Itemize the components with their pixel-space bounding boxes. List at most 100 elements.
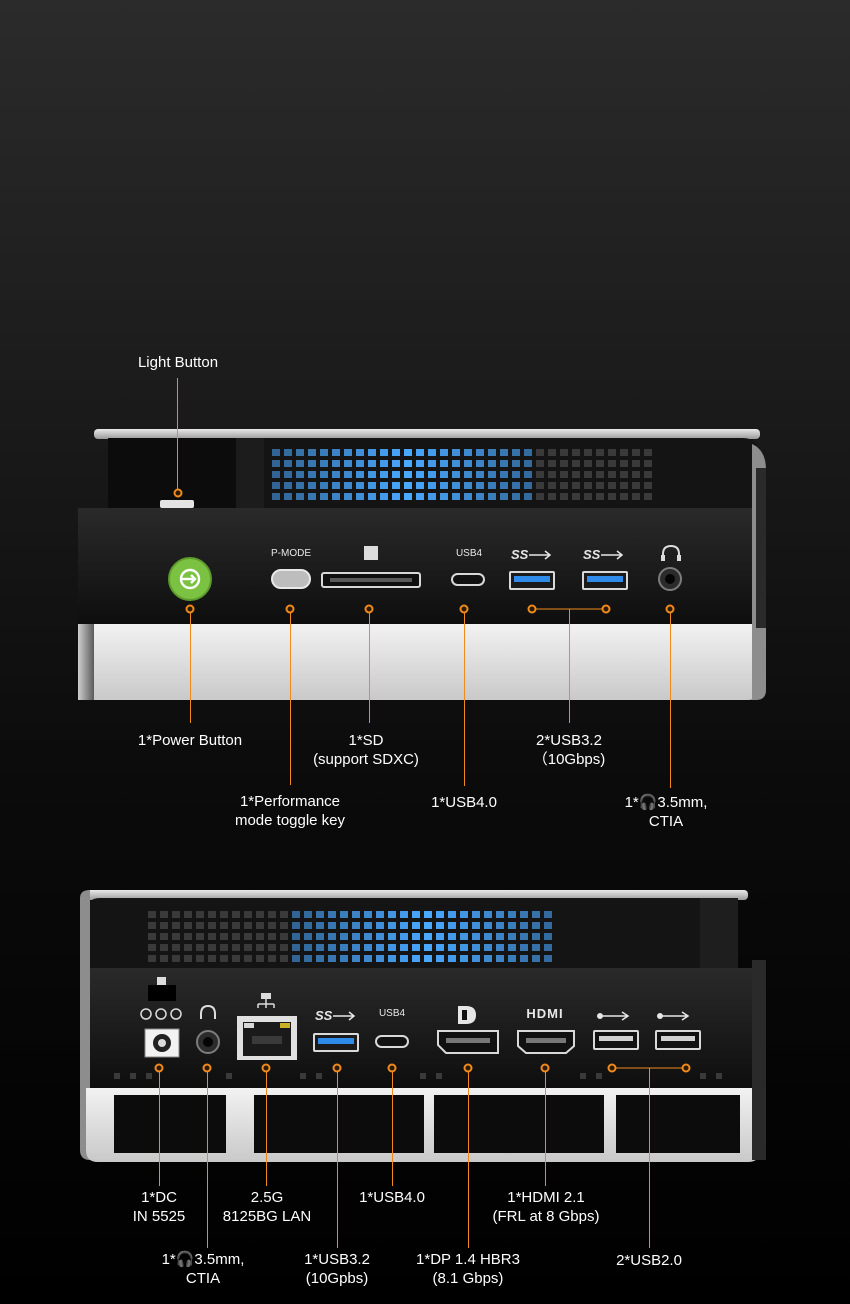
vent-hole xyxy=(632,493,640,500)
vent-hole xyxy=(356,493,364,500)
vent-hole xyxy=(388,933,396,940)
vent-hole xyxy=(560,493,568,500)
vent-hole xyxy=(448,955,456,962)
vent-hole xyxy=(392,471,400,478)
sd-label: 1*SD (support SDXC) xyxy=(313,732,419,768)
vent-hole xyxy=(460,911,468,918)
vent-hole xyxy=(368,493,376,500)
vent-hole xyxy=(388,922,396,929)
vent-hole xyxy=(364,922,372,929)
vent-hole xyxy=(308,449,316,456)
vent-hole xyxy=(596,449,604,456)
usb32-port-1 xyxy=(509,571,555,590)
vent-hole xyxy=(272,449,280,456)
power-button-leader xyxy=(190,613,191,723)
vent-hole xyxy=(268,955,276,962)
vent-hole xyxy=(452,449,460,456)
vent-hole xyxy=(560,449,568,456)
vent-hole xyxy=(488,449,496,456)
vent-hole xyxy=(404,449,412,456)
vent-hole xyxy=(512,460,520,467)
vent-hole xyxy=(476,471,484,478)
vent-hole xyxy=(272,471,280,478)
vent-hole xyxy=(488,471,496,478)
vent-hole xyxy=(196,955,204,962)
vent-hole xyxy=(620,460,628,467)
vent-hole xyxy=(532,944,540,951)
vent-hole xyxy=(328,922,336,929)
vent-hole xyxy=(392,449,400,456)
vent-hole xyxy=(436,955,444,962)
vent-hole xyxy=(644,449,652,456)
vent-hole xyxy=(424,955,432,962)
vent-hole xyxy=(484,955,492,962)
vent-hole xyxy=(220,955,228,962)
vent-hole xyxy=(380,471,388,478)
vent-hole xyxy=(400,922,408,929)
vent-hole xyxy=(268,922,276,929)
vent-hole xyxy=(508,955,516,962)
vent-hole xyxy=(416,460,424,467)
vent-hole xyxy=(532,955,540,962)
vent-hole xyxy=(472,955,480,962)
vent-hole xyxy=(296,449,304,456)
vent-hole xyxy=(572,471,580,478)
vent-hole xyxy=(596,460,604,467)
hdmi-leader xyxy=(545,1072,546,1186)
vent-hole xyxy=(196,944,204,951)
vent-hole xyxy=(644,493,652,500)
vent-hole xyxy=(268,944,276,951)
vent-hole xyxy=(484,933,492,940)
vent-hole xyxy=(584,493,592,500)
vent-hole xyxy=(488,460,496,467)
vent-hole xyxy=(196,911,204,918)
vent-hole xyxy=(256,955,264,962)
vent-hole xyxy=(544,911,552,918)
vent-hole xyxy=(428,460,436,467)
vent-hole xyxy=(520,911,528,918)
usb4-dot xyxy=(459,604,469,614)
vent-hole xyxy=(328,933,336,940)
vent-hole xyxy=(380,493,388,500)
vent-hole xyxy=(620,482,628,489)
vent-hole xyxy=(148,922,156,929)
vent-hole xyxy=(448,911,456,918)
vent-hole xyxy=(284,449,292,456)
pmode-dot xyxy=(285,604,295,614)
vent-hole xyxy=(160,955,168,962)
vent-hole xyxy=(368,482,376,489)
vent-hole xyxy=(172,911,180,918)
vent-hole xyxy=(620,449,628,456)
vent-hole xyxy=(584,449,592,456)
vent-hole xyxy=(464,449,472,456)
audio-dot xyxy=(665,604,675,614)
vent-hole xyxy=(496,955,504,962)
vent-hole xyxy=(320,449,328,456)
vent-hole xyxy=(352,911,360,918)
usb20-leader xyxy=(649,1068,650,1248)
vent-hole xyxy=(500,471,508,478)
top-vent-grille xyxy=(272,449,652,500)
usb32-dot-1 xyxy=(527,604,537,614)
vent-hole xyxy=(424,922,432,929)
vent-hole xyxy=(608,493,616,500)
audio-leader xyxy=(670,613,671,788)
vent-hole xyxy=(544,922,552,929)
vent-hole xyxy=(316,911,324,918)
vent-hole xyxy=(440,471,448,478)
svg-text:SS: SS xyxy=(583,547,601,562)
vent-hole xyxy=(316,922,324,929)
vent-hole xyxy=(596,482,604,489)
vent-hole xyxy=(544,933,552,940)
light-button-label: Light Button xyxy=(137,354,219,371)
vent-hole xyxy=(400,944,408,951)
usb40-label: 1*USB4.0 xyxy=(431,794,497,811)
vent-hole xyxy=(340,911,348,918)
power-button-dot xyxy=(185,604,195,614)
vent-hole xyxy=(548,449,556,456)
vent-hole xyxy=(608,460,616,467)
vent-hole xyxy=(332,493,340,500)
vent-hole xyxy=(356,460,364,467)
vent-hole xyxy=(148,911,156,918)
vent-hole xyxy=(368,471,376,478)
